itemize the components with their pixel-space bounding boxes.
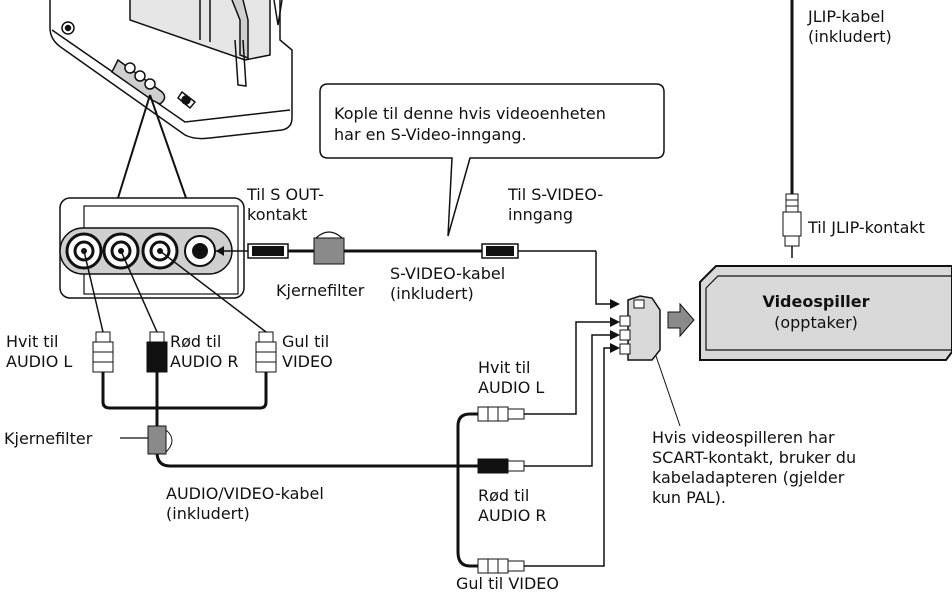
label-jlip-cable-line-1: JLIP-kabel <box>808 7 885 26</box>
label-jlip-cable: JLIP-kabel (inkludert) <box>808 7 892 47</box>
plug-yellow-right <box>477 558 540 574</box>
label-white-right-line-1: Hvit til <box>478 358 531 377</box>
callout-line-2: har en S-Video-inngang. <box>334 125 527 144</box>
callout-bubble <box>319 83 665 237</box>
label-white-left-line-2: AUDIO L <box>6 352 73 371</box>
label-scart-note: Hvis videospilleren har SCART-kontakt, b… <box>652 428 856 508</box>
label-white-left: Hvit til AUDIO L <box>6 332 72 372</box>
label-av-cable-line-2: (inkludert) <box>166 504 250 523</box>
jack-panel-detail <box>59 197 245 299</box>
s-video-cable <box>216 231 620 309</box>
label-core-filter-top: Kjernefilter <box>276 281 365 300</box>
label-scart-note-line-4: kun PAL). <box>652 488 726 507</box>
label-white-left-line-1: Hvit til <box>6 332 59 351</box>
label-scart-note-line-2: SCART-kontakt, bruker du <box>652 448 857 467</box>
callout-line-1: Kople til denne hvis videoenheten <box>334 104 606 123</box>
label-s-out-line-1: Til S OUT- <box>247 185 324 204</box>
label-white-right-line-2: AUDIO L <box>478 378 545 397</box>
label-s-video-input-line-1: Til S-VIDEO- <box>508 185 604 204</box>
core-filter-left <box>120 425 173 455</box>
label-scart-note-line-1: Hvis videospilleren har <box>652 428 835 447</box>
camcorder <box>49 0 293 140</box>
vcr-title: Videospiller <box>762 292 870 311</box>
label-s-out: Til S OUT- kontakt <box>247 185 324 225</box>
label-av-cable: AUDIO/VIDEO-kabel (inkludert) <box>166 484 324 524</box>
label-white-right: Hvit til AUDIO L <box>478 358 544 398</box>
label-jlip-cable-line-2: (inkludert) <box>808 27 892 46</box>
label-yellow-left: Gul til VIDEO <box>282 332 333 372</box>
label-yellow-left-line-2: VIDEO <box>282 352 333 371</box>
arrow-to-vcr <box>667 302 695 338</box>
scart-adapter <box>619 295 681 427</box>
vcr-subtitle: (opptaker) <box>774 313 858 332</box>
label-yellow-right: Gul til VIDEO <box>456 574 560 593</box>
plug-white-right <box>477 406 540 422</box>
core-filter-top <box>313 231 345 265</box>
av-cable-left <box>83 250 267 333</box>
label-s-video-input-line-2: inngang <box>508 205 573 224</box>
zoom-lines <box>117 94 187 199</box>
plug-yellow-left <box>255 331 277 373</box>
label-red-left-line-2: AUDIO R <box>170 352 239 371</box>
plug-red-right <box>477 458 540 474</box>
label-s-video-cable-line-2: (inkludert) <box>390 284 474 303</box>
av-cable-right <box>456 412 478 568</box>
label-yellow-left-line-1: Gul til <box>282 332 330 351</box>
label-s-video-cable: S-VIDEO-kabel (inkludert) <box>390 264 505 304</box>
label-core-filter-left: Kjernefilter <box>4 429 93 448</box>
wires-to-scart <box>540 321 616 567</box>
label-s-video-input: Til S-VIDEO- inngang <box>508 185 603 225</box>
label-red-left-line-1: Rød til <box>170 332 222 351</box>
scart-arrows <box>610 317 620 353</box>
vcr <box>699 265 952 361</box>
plug-white-left <box>92 331 114 373</box>
callout-text: Kople til denne hvis videoenheten har en… <box>334 103 606 145</box>
label-av-cable-line-1: AUDIO/VIDEO-kabel <box>166 484 324 503</box>
label-jlip-connector: Til JLIP-kontakt <box>808 218 925 237</box>
label-s-video-cable-line-1: S-VIDEO-kabel <box>390 264 506 283</box>
vcr-label: Videospiller (opptaker) <box>700 291 932 333</box>
label-red-right-line-1: Rød til <box>478 486 530 505</box>
label-red-left: Rød til AUDIO R <box>170 332 239 372</box>
label-scart-note-line-3: kabeladapteren (gjelder <box>652 468 845 487</box>
label-s-out-line-2: kontakt <box>247 205 308 224</box>
jack-s-video <box>184 235 216 267</box>
label-red-right: Rød til AUDIO R <box>478 486 547 526</box>
plug-red-left <box>146 331 168 373</box>
jlip-cable <box>782 0 802 258</box>
label-red-right-line-2: AUDIO R <box>478 506 547 525</box>
